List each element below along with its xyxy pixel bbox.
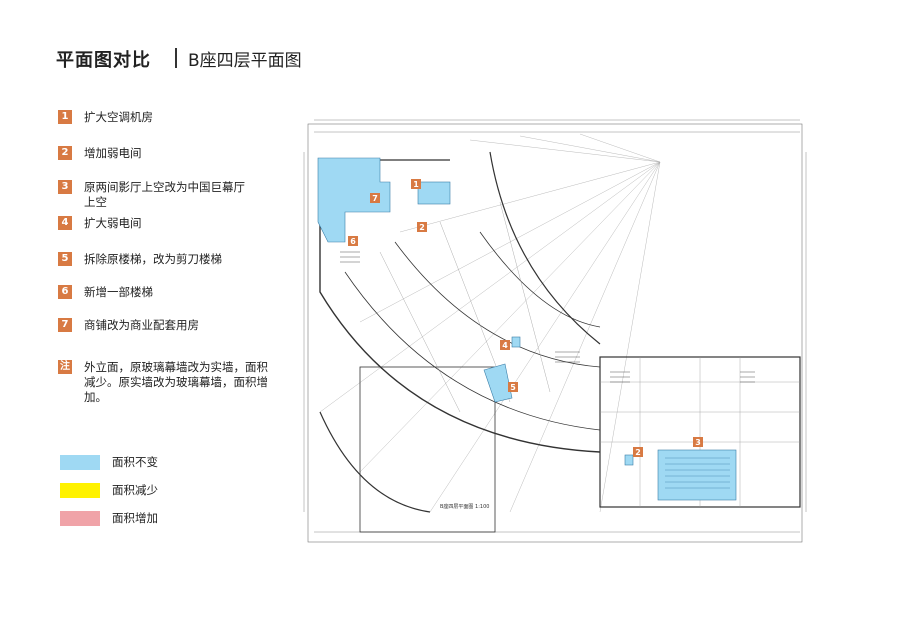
legend-text: 扩大空调机房 [84,110,153,124]
swatch-label: 面积减少 [112,483,158,497]
inner-grid [379,201,800,507]
plan-frame [307,123,803,543]
legend-badge: 3 [58,180,72,194]
region-ac-room [317,157,391,243]
legend-item-5: 5 拆除原楼梯，改为剪刀楼梯 [58,252,254,267]
marker-2b: 2 [635,448,641,457]
marker-4: 4 [502,341,508,350]
legend-badge: 6 [58,285,72,299]
region-weak-room-2 [624,454,634,466]
swatch-color [60,454,100,470]
legend-note: 注 外立面，原玻璃幕墙改为实墙，面积减少。原实墙改为玻璃幕墙，面积增加。 [58,360,276,405]
dimension-lines [303,119,807,533]
legend-item-2: 2 增加弱电间 [58,146,254,161]
legend-text: 商铺改为商业配套用房 [84,318,199,332]
marker-1: 1 [413,180,419,189]
swatch-color [60,510,100,526]
legend-item-1: 1 扩大空调机房 [58,110,254,125]
legend-badge: 4 [58,216,72,230]
legend-badge: 2 [58,146,72,160]
legend-item-4: 4 扩大弱电间 [58,216,254,231]
swatch-color [60,482,100,498]
stairs [340,251,755,383]
legend-badge: 1 [58,110,72,124]
legend-text: 拆除原楼梯，改为剪刀楼梯 [84,252,222,266]
swatch-decreased: 面积减少 [60,482,158,498]
marker-3: 3 [695,438,701,447]
cinema-seats [665,457,730,489]
legend-text: 新增一部楼梯 [84,285,153,299]
radial-grid [319,133,661,513]
region-stair [483,363,513,403]
plan-markers: 7 1 2 6 4 5 2 3 [348,179,703,457]
legend-item-3: 3 原两间影厅上空改为中国巨幕厅上空 [58,180,254,210]
legend-badge: 7 [58,318,72,332]
marker-2: 2 [419,223,425,232]
note-text: 外立面，原玻璃幕墙改为实墙，面积减少。原实墙改为玻璃幕墙，面积增加。 [84,360,268,404]
note-badge: 注 [58,360,72,374]
swatch-label: 面积不变 [112,455,158,469]
swatch-label: 面积增加 [112,511,158,525]
legend-text: 扩大弱电间 [84,216,142,230]
legend-text: 增加弱电间 [84,146,142,160]
region-weak-room [417,181,451,205]
legend-badge: 5 [58,252,72,266]
legend-item-7: 7 商铺改为商业配套用房 [58,318,254,333]
legend-text: 原两间影厅上空改为中国巨幕厅上空 [84,180,245,209]
swatch-unchanged: 面积不变 [60,454,158,470]
plan-caption: B座四层平面图 1:100 [440,503,489,510]
swatch-increased: 面积增加 [60,510,158,526]
title-separator [175,48,177,68]
highlight-regions [317,157,737,501]
region-weak-room-3 [511,336,521,348]
page-subtitle: B座四层平面图 [188,51,302,71]
marker-5: 5 [510,383,516,392]
floor-plan: 7 1 2 6 4 5 2 3 B座四层平面图 1:100 [303,119,807,543]
marker-7: 7 [372,194,378,203]
legend-item-6: 6 新增一部楼梯 [58,285,254,300]
region-cinema [657,449,737,501]
marker-6: 6 [350,237,356,246]
page-title: 平面图对比 [56,50,151,71]
